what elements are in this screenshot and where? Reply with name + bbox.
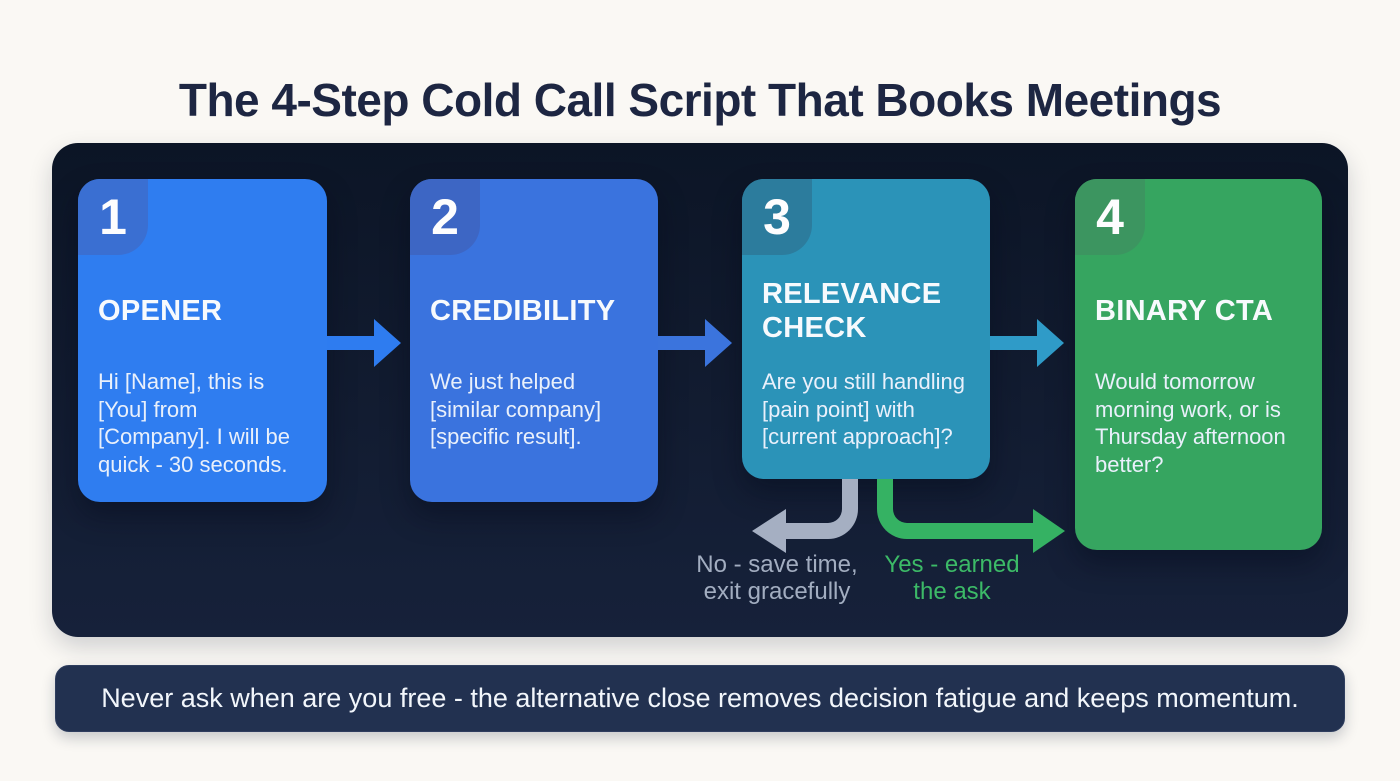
yes-branch-label: Yes - earned the ask	[842, 551, 1062, 605]
step-card-relevance-check: 3 RELEVANCE CHECK Are you still handling…	[742, 179, 990, 479]
step-title: RELEVANCE CHECK	[762, 278, 942, 344]
no-branch-elbow-arrow	[782, 479, 858, 539]
arrow-right-icon	[1037, 319, 1064, 367]
arrow-step3-to-step4	[990, 319, 1064, 367]
arrow-right-icon	[1033, 509, 1065, 553]
arrow-left-icon	[752, 509, 786, 553]
footer-tip-text: Never ask when are you free - the altern…	[101, 683, 1299, 713]
step-body-text: Hi [Name], this is [You] from [Company].…	[98, 369, 290, 477]
step-card-binary-cta: 4 BINARY CTA Would tomorrow morning work…	[1075, 179, 1322, 550]
step-card-opener: 1 OPENER Hi [Name], this is [You] from […	[78, 179, 327, 502]
arrow-right-icon	[374, 319, 401, 367]
step-title: OPENER	[98, 295, 223, 327]
step-body-text: Would tomorrow morning work, or is Thurs…	[1095, 369, 1286, 477]
step-body-text: We just helped [similar company] [specif…	[430, 369, 602, 449]
step-number: 4	[1096, 189, 1124, 245]
no-branch-label-line2: exit gracefully	[703, 578, 851, 605]
arrow-shaft	[327, 336, 374, 350]
step-number: 2	[431, 189, 459, 245]
flowchart-panel: 1 OPENER Hi [Name], this is [You] from […	[52, 143, 1348, 637]
step-body-text: Are you still handling [pain point] with…	[762, 369, 966, 449]
page-title: The 4-Step Cold Call Script That Books M…	[178, 73, 1222, 126]
arrow-right-icon	[705, 319, 732, 367]
step-number: 1	[99, 189, 127, 245]
yes-branch-label-line2: the ask	[913, 578, 991, 605]
arrow-step1-to-step2	[327, 319, 401, 367]
yes-branch-elbow-arrow	[877, 479, 1035, 539]
step-number: 3	[763, 189, 791, 245]
step-number-badge: 1	[78, 179, 148, 255]
step-number-badge: 3	[742, 179, 812, 255]
no-branch-label-line1: No - save time,	[696, 551, 858, 578]
no-branch-label: No - save time, exit gracefully	[657, 551, 897, 605]
arrow-step2-to-step3	[658, 319, 732, 367]
footer-tip-banner: Never ask when are you free - the altern…	[55, 665, 1345, 732]
step-title: CREDIBILITY	[430, 295, 616, 327]
step-number-badge: 4	[1075, 179, 1145, 255]
arrow-shaft	[658, 336, 705, 350]
step-number-badge: 2	[410, 179, 480, 255]
arrow-shaft	[990, 336, 1037, 350]
yes-branch-label-line1: Yes - earned	[884, 551, 1020, 578]
step-card-credibility: 2 CREDIBILITY We just helped [similar co…	[410, 179, 658, 502]
step-title: BINARY CTA	[1095, 295, 1274, 327]
